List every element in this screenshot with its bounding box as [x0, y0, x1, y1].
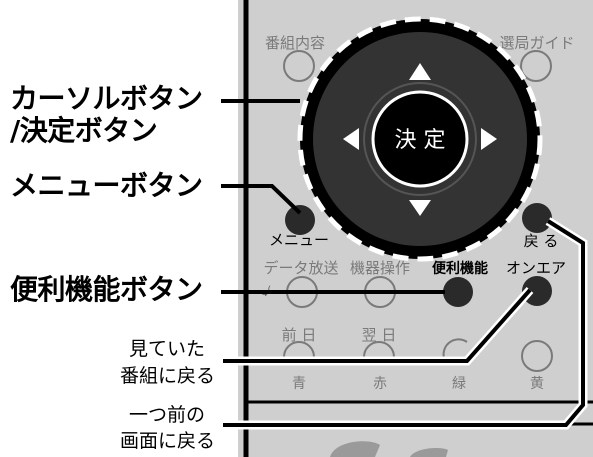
benri-kinou-button[interactable] — [443, 277, 473, 307]
label-yokujitsu: 翌 日 — [362, 326, 397, 344]
cursor-up-arrow[interactable] — [409, 63, 431, 80]
cursor-right-arrow[interactable] — [481, 128, 497, 150]
remote-logo-mark-2 — [410, 448, 448, 457]
label-kiki-sousa: 機器操作 — [350, 259, 410, 277]
callout-back-line1: 一つ前の — [128, 404, 205, 426]
kettei-button[interactable] — [371, 90, 469, 188]
label-data-housou: データ放送 — [263, 259, 338, 277]
label-senkyoku-guide: 選局ガイド — [499, 34, 574, 52]
back-button[interactable] — [522, 203, 552, 233]
callout-cursor-line2: /決定ボタン — [10, 114, 158, 147]
callout-back-line2: 画面に戻る — [119, 430, 215, 452]
callout-live-line2: 番組に戻る — [119, 365, 215, 387]
label-on-air: オンエア — [506, 259, 566, 277]
label-benri-kinou: 便利機能 — [432, 260, 488, 277]
callout-live-line1: 見ていた — [128, 338, 205, 360]
ki-button[interactable] — [521, 340, 553, 372]
cursor-left-arrow[interactable] — [343, 128, 359, 150]
label-ki: 黄 — [530, 375, 544, 392]
midori-button[interactable] — [442, 338, 468, 359]
kettei-label: 決 定 — [395, 128, 446, 153]
callout-benri: 便利機能ボタン — [10, 273, 203, 306]
label-midori: 緑 — [452, 376, 466, 392]
leader-back — [223, 219, 585, 427]
remote-logo-mark — [330, 441, 380, 457]
menu-button[interactable] — [285, 205, 315, 235]
cursor-pad-ring — [363, 82, 477, 196]
leader-menu — [221, 184, 302, 215]
label-ao: 青 — [292, 376, 306, 392]
maebi-button[interactable] — [283, 341, 315, 358]
bangumi-naiyou-button[interactable] — [283, 50, 315, 82]
callout-menu: メニューボタン — [10, 169, 203, 202]
callout-cursor-line1: カーソルボタン — [10, 82, 203, 115]
leader-live — [223, 288, 532, 363]
label-menu: メニュー — [269, 231, 329, 249]
label-bangumi-naiyou: 番組内容 — [265, 34, 325, 52]
senkyoku-guide-button[interactable] — [520, 50, 552, 82]
label-modoru: 戻 る — [524, 232, 559, 250]
yokujitsu-button[interactable] — [363, 341, 395, 358]
label-maebi: 前 日 — [282, 326, 317, 344]
on-air-button[interactable] — [522, 276, 552, 306]
cursor-down-arrow[interactable] — [409, 200, 431, 216]
label-aka: 赤 — [373, 376, 387, 392]
